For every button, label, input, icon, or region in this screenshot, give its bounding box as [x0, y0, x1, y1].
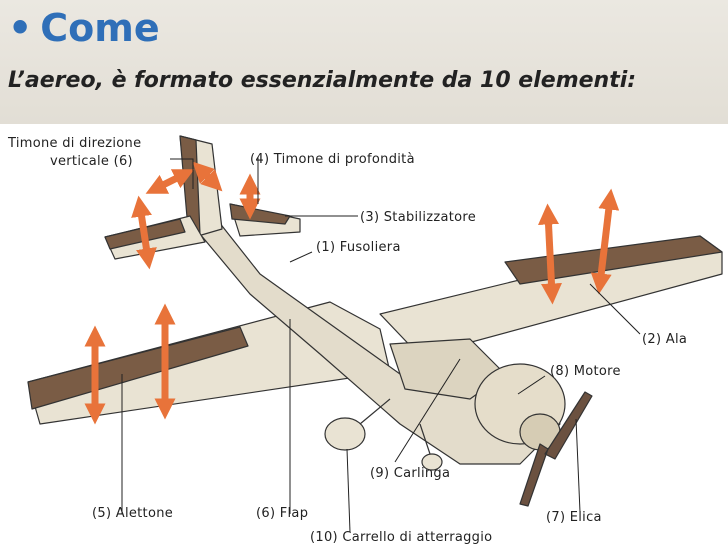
- label-engine: (8) Motore: [550, 364, 621, 379]
- bullet-icon: •: [8, 6, 33, 50]
- label-cockpit: (9) Carlinga: [370, 466, 451, 481]
- label-wing: (2) Ala: [642, 332, 688, 347]
- propeller: [519, 391, 593, 507]
- leader-fuselage: [289, 251, 313, 263]
- leader-cockpit: [394, 358, 461, 463]
- slide-header: •Come L’aereo, è formato essenzialmente …: [0, 0, 728, 124]
- slide-subtitle: L’aereo, è formato essenzialmente da 10 …: [8, 68, 637, 93]
- airplane-diagram: Timone di direzione verticale (6) (4) Ti…: [0, 124, 728, 546]
- arrow-rudder: [145, 169, 195, 194]
- airplane-illustration: [27, 135, 723, 533]
- label-propeller: (7) Elica: [546, 510, 602, 525]
- leader-engine: [517, 375, 546, 395]
- label-flap: (6) Flap: [256, 506, 309, 521]
- leader-landing-gear: [346, 448, 351, 533]
- arrow-aileron-right: [538, 203, 562, 305]
- leader-propeller: [575, 418, 581, 513]
- label-stabilizer: (3) Stabilizzatore: [360, 210, 477, 225]
- label-elevator: (4) Timone di profondità: [250, 152, 415, 167]
- title-text: Come: [40, 6, 160, 50]
- leader-wing: [589, 283, 641, 335]
- leader-rudder: [170, 158, 194, 189]
- label-rudder: Timone di direzione verticale (6): [8, 136, 142, 169]
- label-aileron: (5) Alettone: [92, 506, 174, 521]
- slide-title: •Come: [8, 6, 160, 50]
- label-fuselage: (1) Fusoliera: [316, 240, 401, 255]
- landing-gear-wheel: [324, 417, 366, 451]
- label-landing-gear: (10) Carrello di atterraggio: [310, 530, 493, 545]
